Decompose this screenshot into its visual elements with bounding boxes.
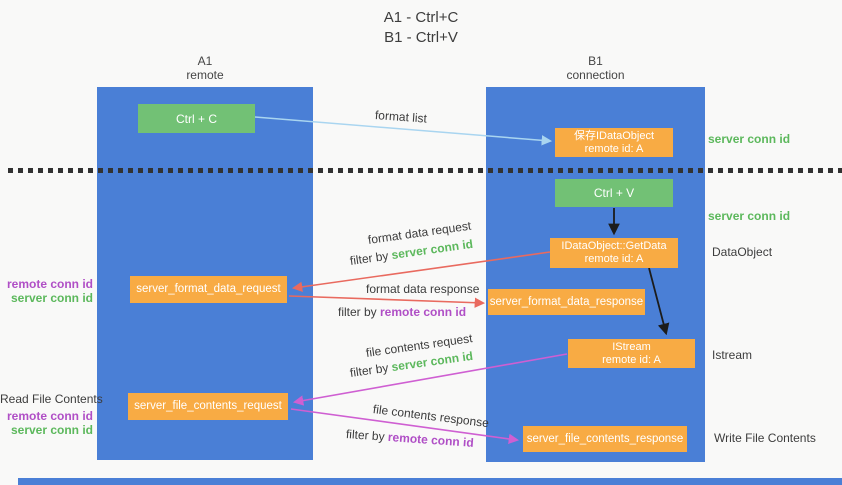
istream-line1: IStream [612,340,651,353]
ctrl-v-label: Ctrl + V [593,186,635,200]
istream-node: IStream remote id: A [568,339,695,368]
server-format-data-request-label: server_format_data_request [136,283,281,295]
idataobject-getdata-node: IDataObject::GetData remote id: A [550,238,678,268]
server-conn-id-annotation-2: server conn id [708,209,791,223]
server-file-contents-response-node: server_file_contents_response [523,426,687,452]
format-data-request-arrow [291,251,551,292]
lifeline-a1-role: remote [186,68,224,82]
file-contents-request-arrow [292,353,568,406]
server-format-data-request-node: server_format_data_request [130,276,287,303]
left-conn-id-block-2: remote conn id server conn id [0,409,93,437]
left-conn-id-block-1: remote conn id server conn id [0,277,93,305]
server-conn-id-annotation-3: server conn id [10,291,93,305]
server-format-data-response-node: server_format_data_response [488,289,645,315]
lifeline-b1-role: connection [566,68,625,82]
idataobject-getdata-line1: IDataObject::GetData [561,240,667,252]
bottom-blue-bar [18,478,842,485]
istream-line2: remote id: A [602,353,661,366]
server-conn-id-annotation-4: server conn id [10,423,93,437]
remote-conn-id-text: remote conn id [380,305,467,319]
ctrl-c-label: Ctrl + C [175,111,217,126]
title-line-2: B1 - Ctrl+V [384,29,458,46]
copy-paste-divider-line [8,168,842,173]
read-file-contents-annotation: Read File Contents [0,392,103,406]
server-conn-id-annotation-1: server conn id [708,132,791,146]
lifeline-a1-name: A1 [197,54,213,68]
diagram-title: A1 - Ctrl+C B1 - Ctrl+V [0,8,842,48]
remote-conn-id-annotation-2: remote conn id [6,409,93,423]
server-file-contents-response-label: server_file_contents_response [526,432,684,445]
istream-annotation: Istream [712,348,753,362]
format-data-response-label: format data response [366,282,480,296]
save-idataobject-line1: 保存IDataObject [573,129,655,142]
server-format-data-response-label: server_format_data_response [489,295,644,308]
remote-conn-id-annotation-1: remote conn id [6,277,93,291]
filter-by-text: filter by [338,305,381,319]
file-contents-response-arrow [290,408,520,445]
save-idataobject-line2: remote id: A [584,142,644,155]
ctrl-v-node: Ctrl + V [555,179,673,207]
lifeline-b1-header: B1 connection [486,54,705,82]
format-data-response-arrow [288,295,486,308]
filter-by-text: filter by [345,427,389,444]
dataobject-annotation: DataObject [712,245,773,259]
ctrl-c-node: Ctrl + C [138,104,255,133]
lifeline-b1-name: B1 [588,54,603,68]
idataobject-getdata-line2: remote id: A [584,253,644,265]
server-file-contents-request-label: server_file_contents_request [134,400,282,412]
format-list-arrow [254,116,553,146]
save-idataobject-node: 保存IDataObject remote id: A [555,128,673,157]
write-file-contents-annotation: Write File Contents [714,431,816,445]
getdata-to-istream-arrow [648,267,670,336]
title-line-1: A1 - Ctrl+C [383,9,459,26]
lifeline-a1-header: A1 remote [97,54,313,82]
format-data-response-filter-label: filter by remote conn id [338,305,466,319]
server-file-contents-request-node: server_file_contents_request [128,393,288,420]
